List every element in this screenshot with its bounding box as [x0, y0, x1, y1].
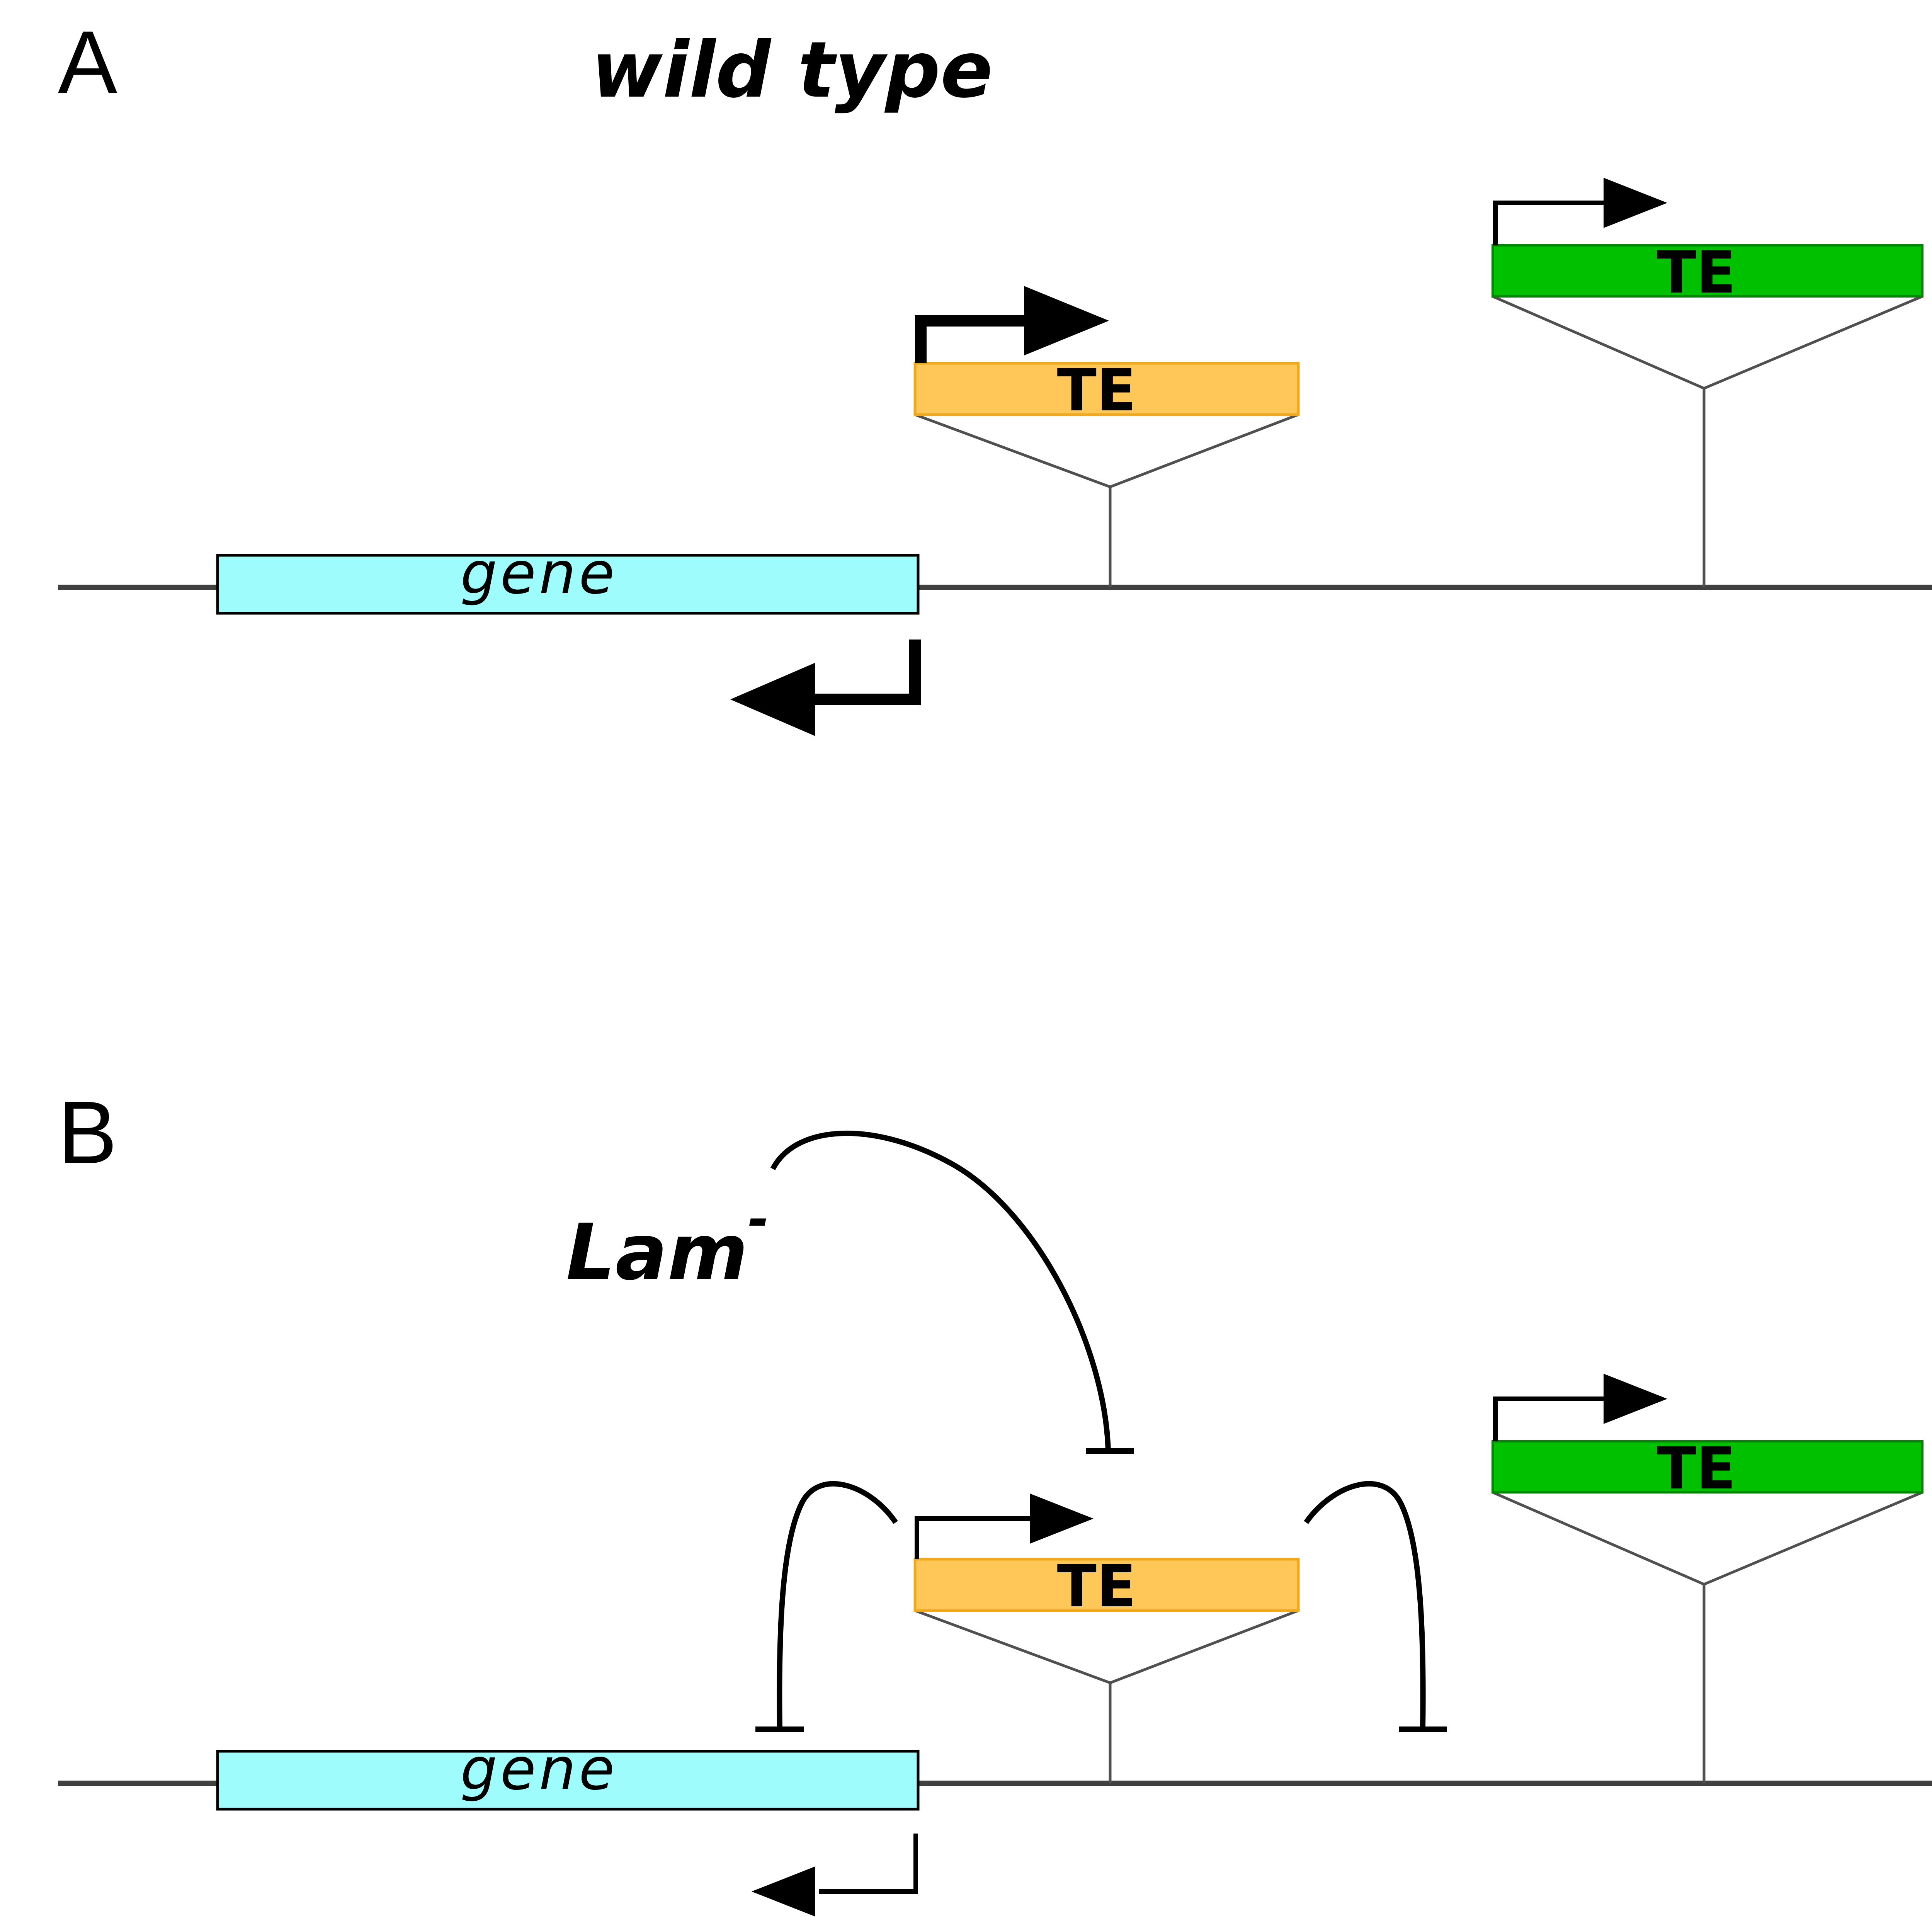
- te-green-label-a: TE: [1657, 239, 1736, 306]
- lam-mutant-superscript: -: [748, 1190, 769, 1249]
- te-orange-funnel-b: [914, 1609, 1299, 1684]
- te-orange-promoter-arrowhead-a: [1024, 286, 1109, 356]
- lam-mutant-text: Lam: [566, 1208, 748, 1298]
- te-green-label-b: TE: [1657, 1435, 1736, 1502]
- te-orange-funnel-a: [914, 413, 1299, 488]
- gene-promoter-arrowhead-b: [752, 1866, 815, 1917]
- te-green-promoter-arrow-a: [1493, 201, 1615, 245]
- te-green-box-b: [1492, 1440, 1923, 1493]
- gene-label-b: gene: [461, 1736, 618, 1803]
- panel-a-title: wild type: [591, 25, 993, 115]
- te-green-funnel-a: [1492, 295, 1923, 390]
- lam-inhibition-curve: [770, 1130, 1111, 1451]
- te-orange-promoter-arrowhead-b: [1030, 1493, 1094, 1544]
- panel-b-label: B: [58, 1083, 117, 1182]
- panel-a: A wild type gene TE TE: [58, 12, 1932, 736]
- te-green-box-a: [1492, 244, 1923, 298]
- te-orange-promoter-arrow-b: [915, 1516, 1043, 1559]
- te-green-promoter-arrow-b: [1493, 1397, 1615, 1441]
- te-orange-box-a: [913, 362, 1300, 416]
- gene-promoter-arrowhead-a: [730, 663, 815, 736]
- te-orange-promoter-arrow-a: [915, 315, 1043, 363]
- te-green-funnel-b: [1492, 1491, 1923, 1586]
- te-orange-box-b: [913, 1558, 1300, 1612]
- gene-box-b: [216, 1750, 920, 1811]
- te-green-promoter-arrowhead-b: [1604, 1374, 1667, 1424]
- te-to-gene-inhibition-curve: [777, 1481, 898, 1730]
- lam-mutant-label: Lam-: [566, 1190, 769, 1298]
- te-orange-label-b: TE: [1057, 1553, 1136, 1620]
- gene-label-a: gene: [461, 540, 618, 607]
- panel-a-label: A: [58, 12, 117, 112]
- te-to-right-inhibition-curve: [1304, 1481, 1426, 1730]
- gene-promoter-arrow-b: [819, 1834, 918, 1894]
- te-green-promoter-arrowhead-a: [1604, 178, 1667, 228]
- te-orange-label-a: TE: [1057, 357, 1136, 424]
- gene-box-a: [216, 554, 920, 615]
- gene-promoter-arrow-a: [804, 640, 921, 705]
- panel-b: B Lam- gene TE TE: [58, 1083, 1932, 1917]
